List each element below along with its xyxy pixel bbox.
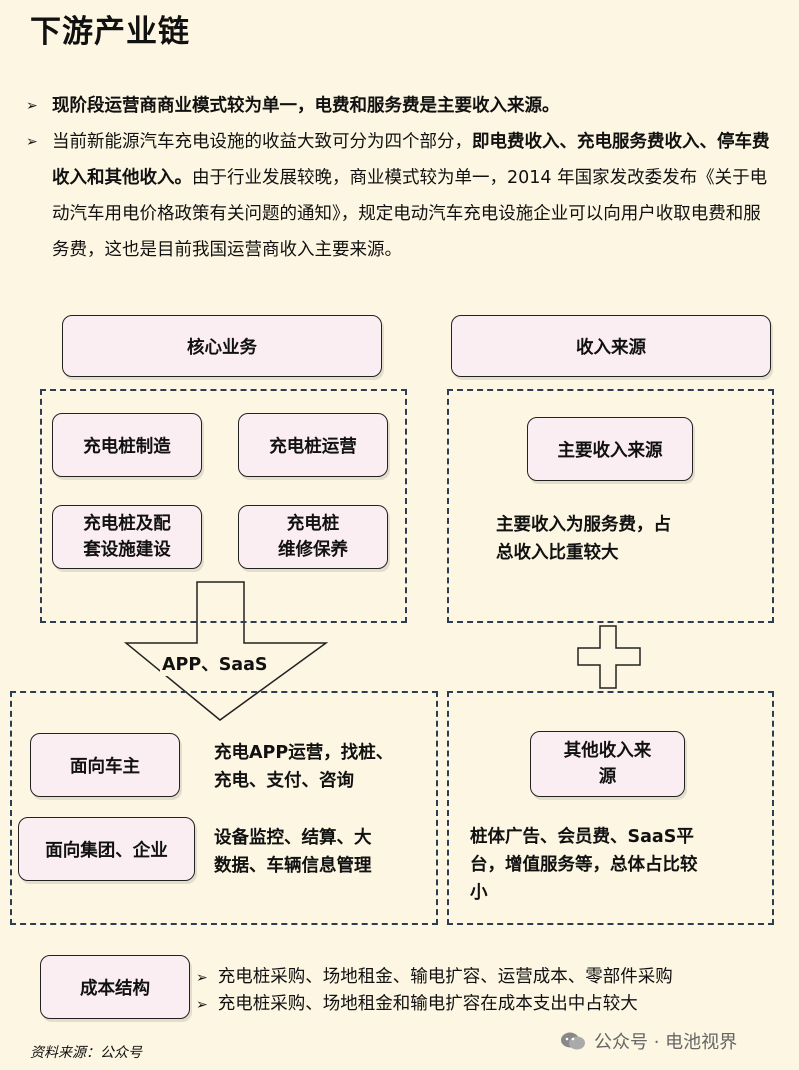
bullet-2-bold: 即电费收入、充电服务费收入、停车费收入和其他收入。 — [52, 132, 770, 188]
owner-label: 面向车主 — [30, 733, 180, 797]
cost-line-2-text: 充电桩采购、场地租金和输电扩容在成本支出中占较大 — [217, 994, 638, 1014]
bullet-arrow-icon: ➢ — [196, 997, 208, 1013]
watermark: 公众号 · 电池视界 — [560, 1028, 737, 1054]
owner-description: 充电APP运营，找桩、 充电、支付、咨询 — [214, 743, 394, 791]
core-item-maintenance: 充电桩 维修保养 — [238, 505, 388, 569]
watermark-text: 公众号 · 电池视界 — [594, 1032, 738, 1053]
income-source-header: 收入来源 — [451, 315, 771, 377]
core-business-dashed-box — [40, 389, 407, 623]
group-description: 设备监控、结算、大 数据、车辆信息管理 — [214, 828, 372, 876]
core-item-construction: 充电桩及配 套设施建设 — [52, 505, 202, 569]
wechat-icon — [560, 1031, 586, 1051]
bullet-2: ➢ 当前新能源汽车充电设施的收益大致可分为四个部分，即电费收入、充电服务费收入、… — [26, 124, 771, 268]
core-item-operation: 充电桩运营 — [238, 413, 388, 477]
cost-line-1: ➢ 充电桩采购、场地租金、输电扩容、运营成本、零部件采购 — [196, 963, 673, 988]
bullet-arrow-icon: ➢ — [26, 134, 38, 150]
other-income-label: 其他收入来 源 — [530, 731, 685, 797]
cost-line-2: ➢ 充电桩采购、场地租金和输电扩容在成本支出中占较大 — [196, 990, 638, 1015]
bullet-arrow-icon: ➢ — [196, 970, 208, 986]
other-income-description: 桩体广告、会员费、SaaS平 台，增值服务等，总体占比较 小 — [470, 827, 698, 903]
bullet-1-text: 现阶段运营商商业模式较为单一，电费和服务费是主要收入来源。 — [52, 96, 560, 116]
customer-dashed-box — [10, 691, 438, 925]
group-label: 面向集团、企业 — [18, 817, 195, 881]
source-note: 资料来源：公众号 — [30, 1045, 142, 1061]
main-income-label: 主要收入来源 — [527, 417, 693, 481]
bullet-arrow-icon: ➢ — [26, 98, 38, 114]
main-income-dashed-box — [447, 389, 774, 623]
other-income-dashed-box — [447, 691, 774, 925]
plus-icon — [577, 625, 641, 689]
core-business-header: 核心业务 — [62, 315, 382, 377]
page-title: 下游产业链 — [30, 14, 190, 50]
bullet-2-plain-1: 当前新能源汽车充电设施的收益大致可分为四个部分， — [52, 132, 472, 152]
arrow-label: APP、SaaS — [160, 651, 270, 676]
main-income-description: 主要收入为服务费，占 总收入比重较大 — [496, 515, 671, 563]
bullet-2-plain-2: 由于行业发展较晚，商业模式较为单一，2014 年国家发改委发布《关于电动汽车用电… — [52, 168, 768, 260]
bullet-2-text: 当前新能源汽车充电设施的收益大致可分为四个部分，即电费收入、充电服务费收入、停车… — [52, 124, 771, 268]
cost-structure-label: 成本结构 — [40, 955, 190, 1019]
core-item-manufacture: 充电桩制造 — [52, 413, 202, 477]
bullet-1: ➢ 现阶段运营商商业模式较为单一，电费和服务费是主要收入来源。 — [26, 88, 771, 124]
cost-line-1-text: 充电桩采购、场地租金、输电扩容、运营成本、零部件采购 — [217, 967, 673, 987]
